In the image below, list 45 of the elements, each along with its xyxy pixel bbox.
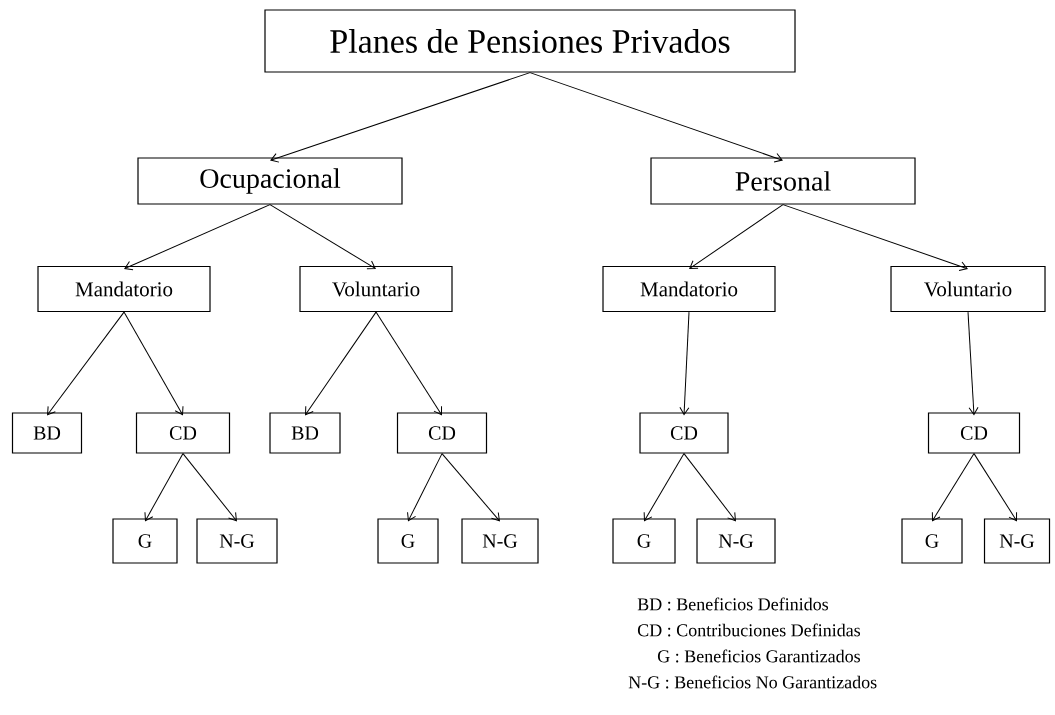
legend-text: N-G : Beneficios No Garantizados (628, 675, 877, 689)
legend-text: CD : Contribuciones Definidas (637, 623, 861, 637)
arrow (270, 72, 531, 163)
label-box: BD (11, 412, 83, 454)
label-box: G (112, 518, 178, 564)
label-box: N-G (196, 518, 278, 564)
label-box: Mandatorio (602, 265, 776, 313)
label-box: G (377, 518, 439, 564)
label-box: Voluntario (299, 265, 453, 313)
label-box: G (901, 518, 963, 564)
arrow (931, 453, 975, 522)
arrow (375, 311, 443, 416)
arrow (689, 204, 784, 269)
arrow (47, 311, 125, 416)
arrow (305, 311, 377, 416)
label-box: CD (396, 412, 488, 454)
arrow (269, 204, 376, 270)
arrow (967, 311, 979, 415)
label-box: N-G (696, 518, 776, 564)
legend-text: G : Beneficios Garantizados (657, 649, 860, 663)
label-box: N-G (461, 518, 539, 564)
arrow (683, 453, 736, 522)
label-box: CD (927, 412, 1021, 454)
label-box: N-G (983, 518, 1051, 564)
label-box: Planes de Pensiones Privados (264, 9, 796, 73)
arrow (182, 453, 237, 522)
label-box: Ocupacional (137, 157, 403, 205)
label-box: Voluntario (890, 265, 1046, 313)
label-box: Personal (650, 157, 916, 205)
arrow (529, 72, 783, 163)
label-box: BD (269, 412, 341, 454)
arrow (679, 311, 690, 415)
arrow (441, 453, 500, 522)
label-box: CD (639, 412, 729, 454)
label-box: G (612, 518, 676, 564)
arrow (407, 453, 443, 522)
legend-text: BD : Beneficios Definidos (637, 597, 829, 611)
label-box: CD (135, 412, 231, 454)
arrow (973, 453, 1018, 522)
arrow (643, 453, 685, 522)
label-box: Mandatorio (37, 265, 211, 313)
arrow (124, 204, 271, 271)
arrow (144, 453, 184, 522)
arrow (782, 204, 968, 272)
arrow (123, 311, 184, 416)
